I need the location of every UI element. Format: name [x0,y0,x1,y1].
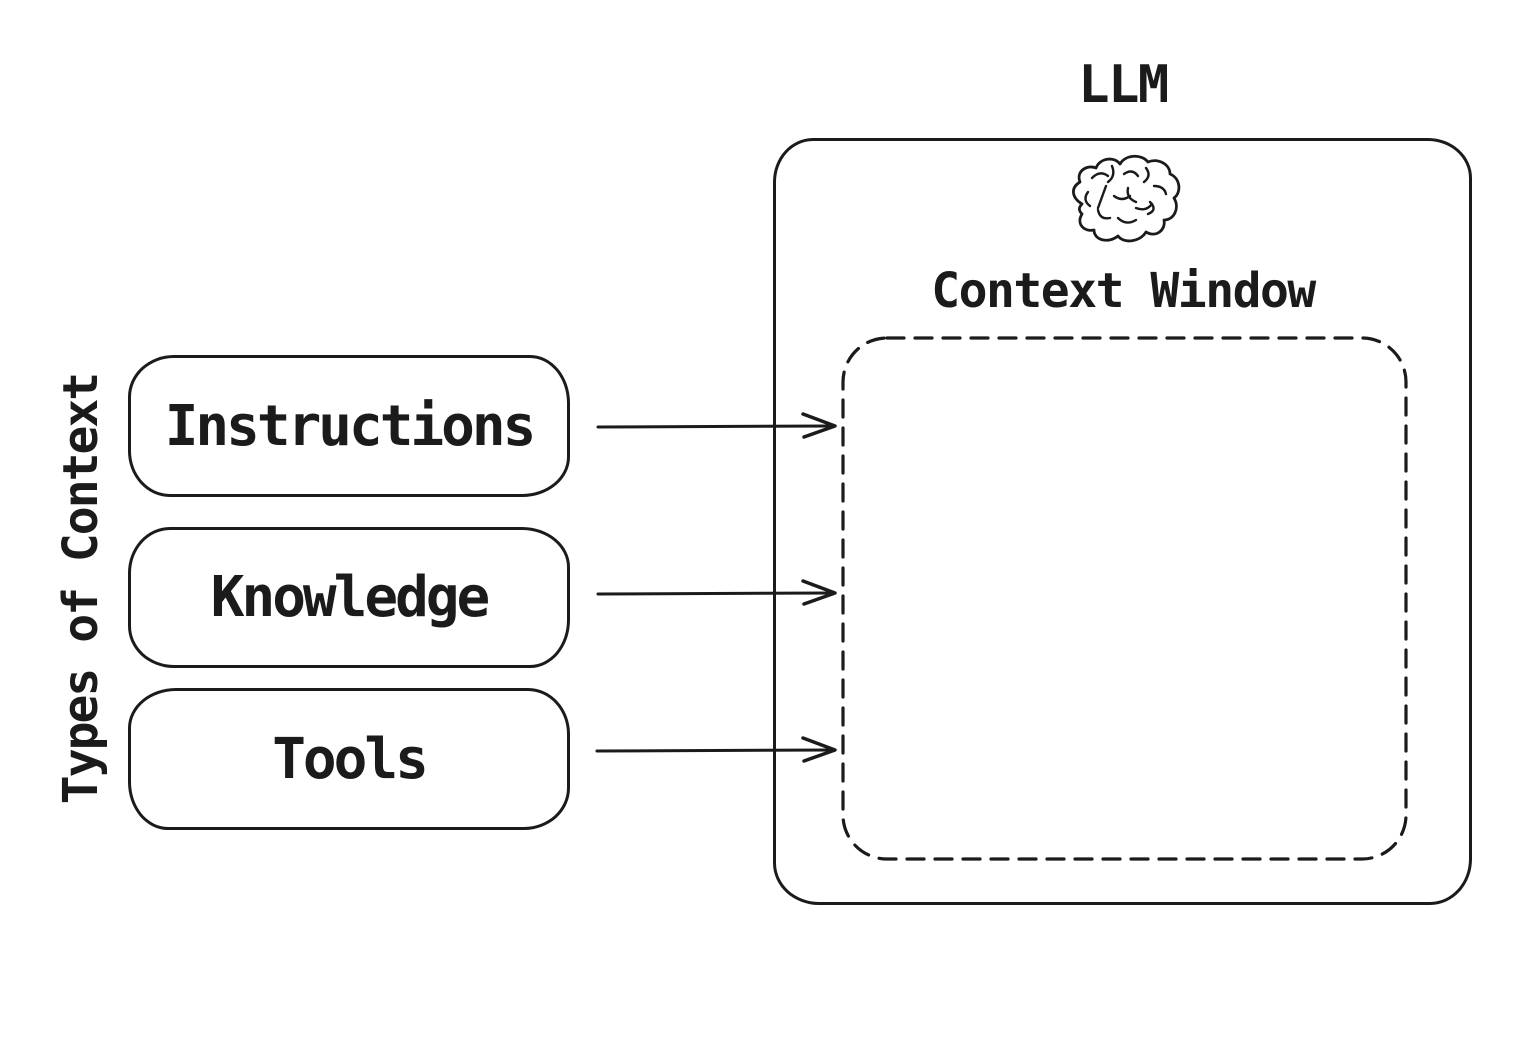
instructions-box-label: Instructions [164,393,537,459]
knowledge-box: Knowledge [128,527,570,668]
context-window-label: Context Window [931,263,1316,319]
instructions-box: Instructions [128,355,570,497]
knowledge-box-label: Knowledge [210,565,490,630]
tools-box-label: Tools [272,726,429,792]
llm-title: LLM [1078,55,1169,115]
types-of-context-label: Types of Context [53,373,109,805]
tools-box: Tools [128,688,570,830]
llm-box [773,138,1472,905]
